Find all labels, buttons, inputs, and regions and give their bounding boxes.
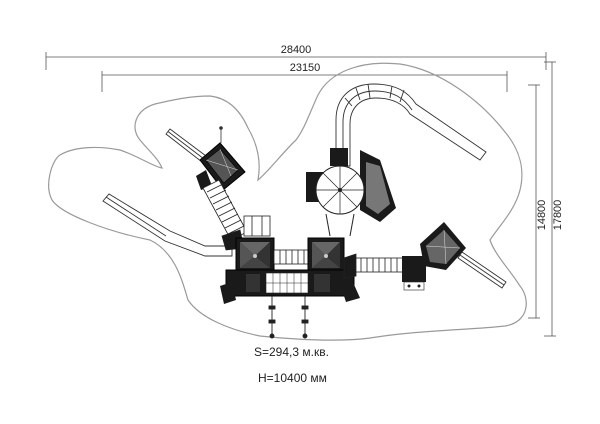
upper-left-slide: [165, 128, 207, 163]
right-tower: [402, 222, 466, 291]
small-white-platform: [243, 215, 271, 237]
dimension-depth-inner-label: 14800: [536, 200, 548, 231]
central-bridge: [273, 249, 311, 265]
dimension-overall-length-label: 28400: [281, 44, 312, 56]
safety-zone-outline: [48, 62, 527, 341]
dimension-depth-outer-label: 17800: [552, 200, 564, 231]
dimension-overall-length: [45, 52, 547, 70]
main-center-tower: [307, 237, 345, 273]
lower-deck: [220, 269, 360, 304]
right-slide: [457, 251, 507, 289]
dimension-depth-outer: [544, 61, 556, 337]
dimension-inner-length: [101, 71, 508, 92]
curved-tube-slide: [335, 83, 487, 167]
upper-left-tower: [196, 126, 246, 191]
dimension-depth-inner: [528, 84, 540, 319]
dimension-inner-length-label: 23150: [290, 62, 321, 74]
height-label: H=10400 мм: [258, 371, 327, 385]
area-label: S=294,3 м.кв.: [254, 345, 329, 359]
main-left-tower: [235, 237, 275, 273]
umbrella-tower: [306, 148, 396, 237]
right-bridge: [343, 253, 404, 279]
hanging-swings: [268, 296, 309, 339]
